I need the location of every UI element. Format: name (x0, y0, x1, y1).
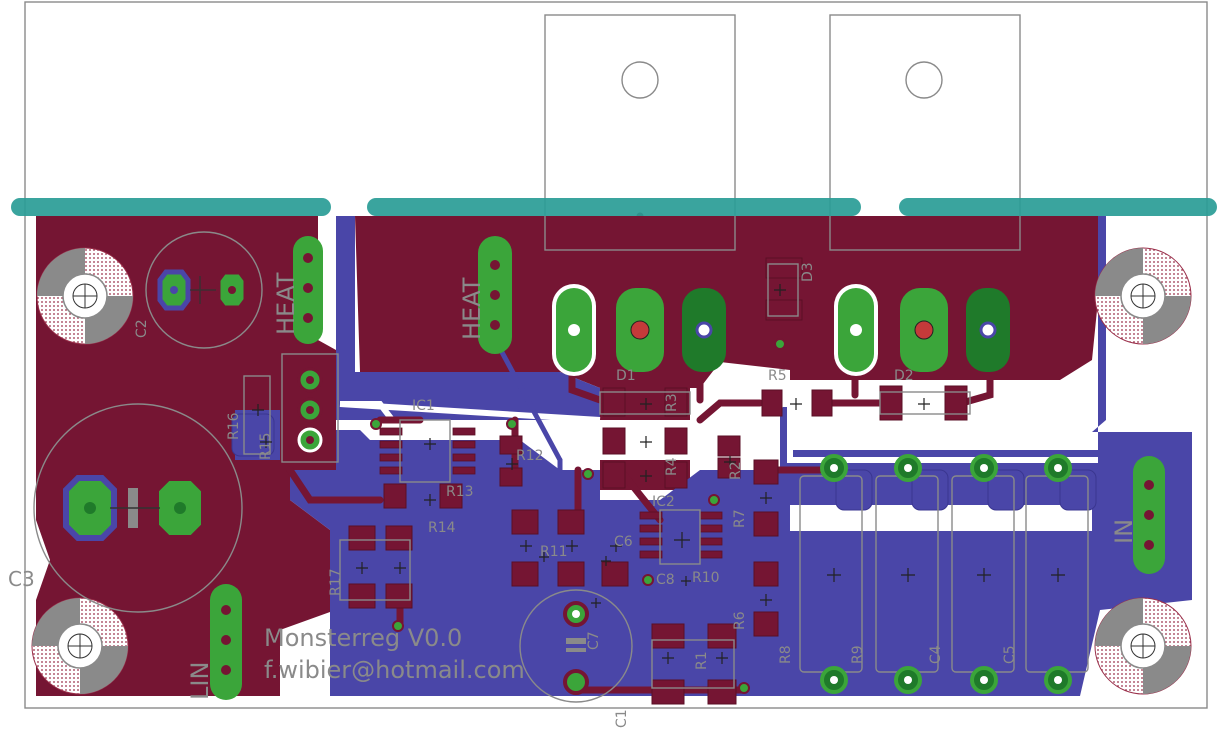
label-r10: R10 (692, 570, 720, 586)
mount-hole-bottom-right (1094, 597, 1192, 695)
label-r8: R8 (778, 645, 794, 664)
label-r14: R14 (428, 520, 456, 536)
label-c1: C1 (614, 709, 630, 728)
label-r15: R15 (258, 432, 274, 460)
label-r17: R17 (328, 568, 344, 596)
label-r7: R7 (732, 509, 748, 528)
label-r3: R3 (664, 393, 680, 412)
label-c2: C2 (134, 319, 150, 338)
label-lin-left: LIN (186, 662, 214, 700)
label-d2: D2 (894, 368, 914, 384)
label-r6: R6 (732, 611, 748, 630)
label-c3: C3 (8, 567, 35, 591)
to220-outlines (544, 14, 1021, 251)
label-r12: R12 (516, 448, 544, 464)
tht-headers (210, 236, 1165, 700)
label-r13: R13 (446, 484, 474, 500)
label-c8: C8 (656, 572, 675, 588)
silk-outlines (243, 263, 971, 689)
label-in-right: IN (1110, 519, 1138, 544)
label-ic2: IC2 (652, 494, 675, 510)
mount-hole-bottom-left (31, 597, 129, 695)
label-d1: D1 (616, 368, 636, 384)
large-resistor-pads (799, 454, 1089, 694)
label-r5: R5 (768, 368, 787, 384)
label-c4: C4 (928, 645, 944, 664)
board-title: Monsterreg V0.0 (264, 624, 462, 652)
label-r16: R16 (226, 412, 242, 440)
label-c6: C6 (614, 534, 633, 550)
capacitors (33, 231, 633, 703)
label-d3: D3 (800, 262, 816, 282)
label-ic1: IC1 (412, 398, 435, 414)
label-r11: R11 (540, 544, 568, 560)
label-heat-mid: HEAT (458, 277, 486, 340)
label-r1: R1 (694, 651, 710, 670)
label-r9: R9 (850, 645, 866, 664)
ic-pins (379, 427, 723, 559)
label-c5: C5 (1002, 645, 1018, 664)
mount-hole-top-left (36, 247, 134, 345)
mounting-holes (31, 247, 1192, 695)
component-centers (252, 284, 1065, 664)
board-author-email: f.wibier@hotmail.com (264, 656, 525, 684)
label-r2: R2 (728, 461, 744, 480)
bottom-large-pads (231, 413, 1097, 511)
label-r4: R4 (664, 457, 680, 476)
label-heat-left: HEAT (272, 272, 300, 335)
vias (370, 338, 786, 694)
label-c7: C7 (586, 631, 602, 650)
tht-pads-large (552, 284, 1010, 376)
mount-hole-top-right (1094, 247, 1192, 345)
